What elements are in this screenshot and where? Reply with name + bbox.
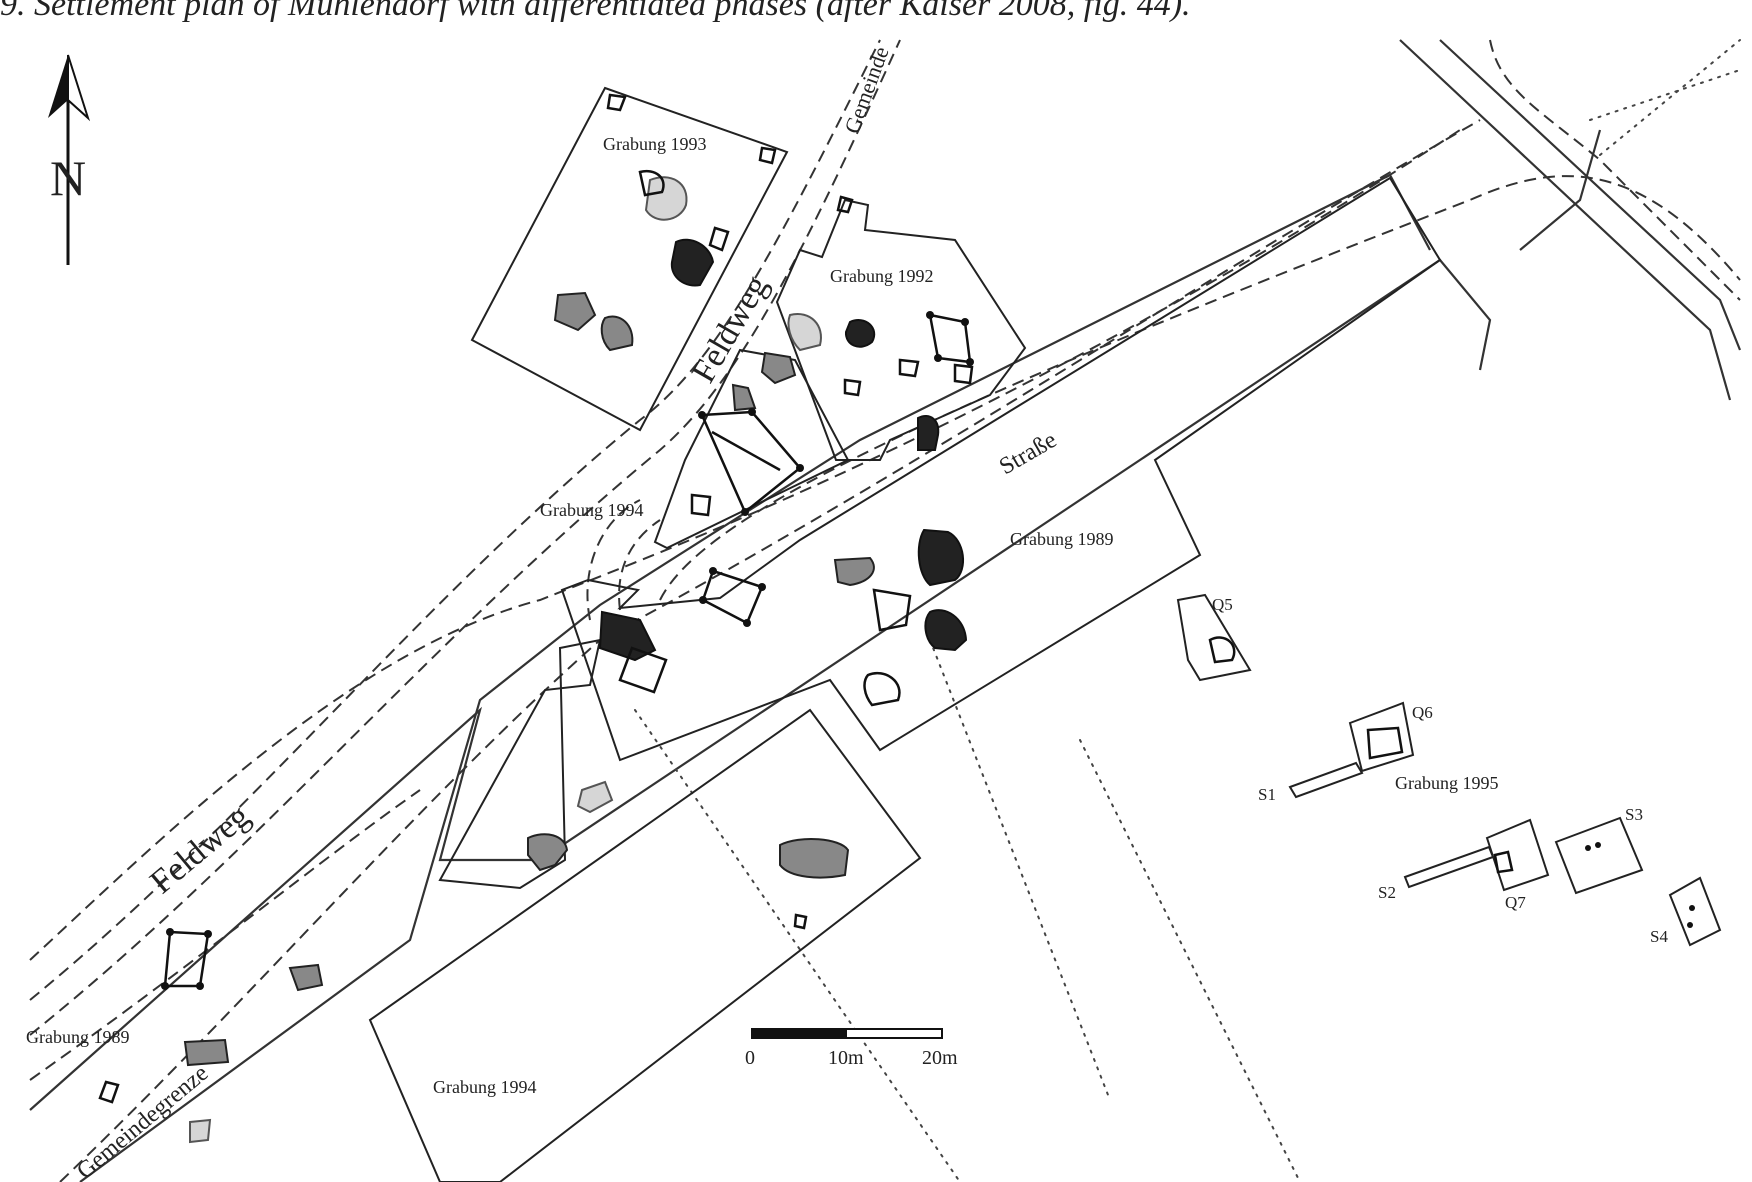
label-grabung-1995: Grabung 1995 — [1395, 773, 1498, 793]
trench-1994-mid — [653, 348, 850, 550]
trench-s1 — [1288, 761, 1364, 799]
feldweg-south-label: Feldweg — [143, 798, 256, 902]
trench-1993 — [470, 86, 789, 432]
dashed-lanes — [29, 39, 1741, 1182]
features-light-phase — [189, 176, 822, 1144]
figure-caption: 9. Settlement plan of Mühlendorf with di… — [0, 0, 1191, 23]
label-grabung-1989-east: Grabung 1989 — [1010, 529, 1113, 549]
dotted-lines — [634, 39, 1741, 1182]
section-labels: Q5 Q6 Q7 S1 S2 S3 S4 — [1212, 595, 1668, 946]
trench-q6 — [1348, 701, 1415, 773]
label-s4: S4 — [1650, 927, 1668, 946]
label-q6: Q6 — [1412, 703, 1433, 722]
label-s2: S2 — [1378, 883, 1396, 902]
excavation-labels: Grabung 1993 Grabung 1992 Grabung 1994 G… — [26, 134, 1498, 1097]
trenches — [368, 86, 1722, 1182]
label-grabung-1989-west: Grabung 1989 — [26, 1027, 129, 1047]
trench-1992 — [775, 198, 1027, 461]
trench-s2 — [1403, 845, 1495, 889]
trench-s4 — [1668, 876, 1722, 947]
post-structures — [161, 311, 1695, 990]
gemeinde-label: Gemeinde — [839, 43, 893, 137]
trench-s3 — [1554, 816, 1644, 895]
trench-1989-east — [560, 176, 1442, 762]
scale-label-20: 20m — [922, 1047, 958, 1069]
label-s1: S1 — [1258, 785, 1276, 804]
scale-label-0: 0 — [745, 1047, 755, 1069]
main-road — [29, 39, 1742, 1182]
label-q7: Q7 — [1505, 893, 1526, 912]
trench-1994-south — [438, 638, 602, 890]
label-grabung-1993: Grabung 1993 — [603, 134, 706, 154]
trench-1994-s — [368, 708, 922, 1182]
scale-bar: 0 10m 20m — [745, 1028, 958, 1069]
features-outlined — [98, 93, 1514, 1104]
features-dark-phase — [598, 238, 968, 662]
features-medium-phase — [183, 291, 875, 1067]
label-grabung-1992: Grabung 1992 — [830, 266, 933, 286]
trench-q5 — [1176, 593, 1252, 682]
label-q5: Q5 — [1212, 595, 1233, 614]
label-s3: S3 — [1625, 805, 1643, 824]
scale-label-10: 10m — [828, 1047, 864, 1069]
label-grabung-1994-south: Grabung 1994 — [433, 1077, 536, 1097]
label-grabung-1994-mid: Grabung 1994 — [540, 500, 643, 520]
north-arrow: N — [48, 54, 91, 265]
strasse-label: Straße — [995, 427, 1061, 480]
north-label: N — [50, 150, 86, 206]
